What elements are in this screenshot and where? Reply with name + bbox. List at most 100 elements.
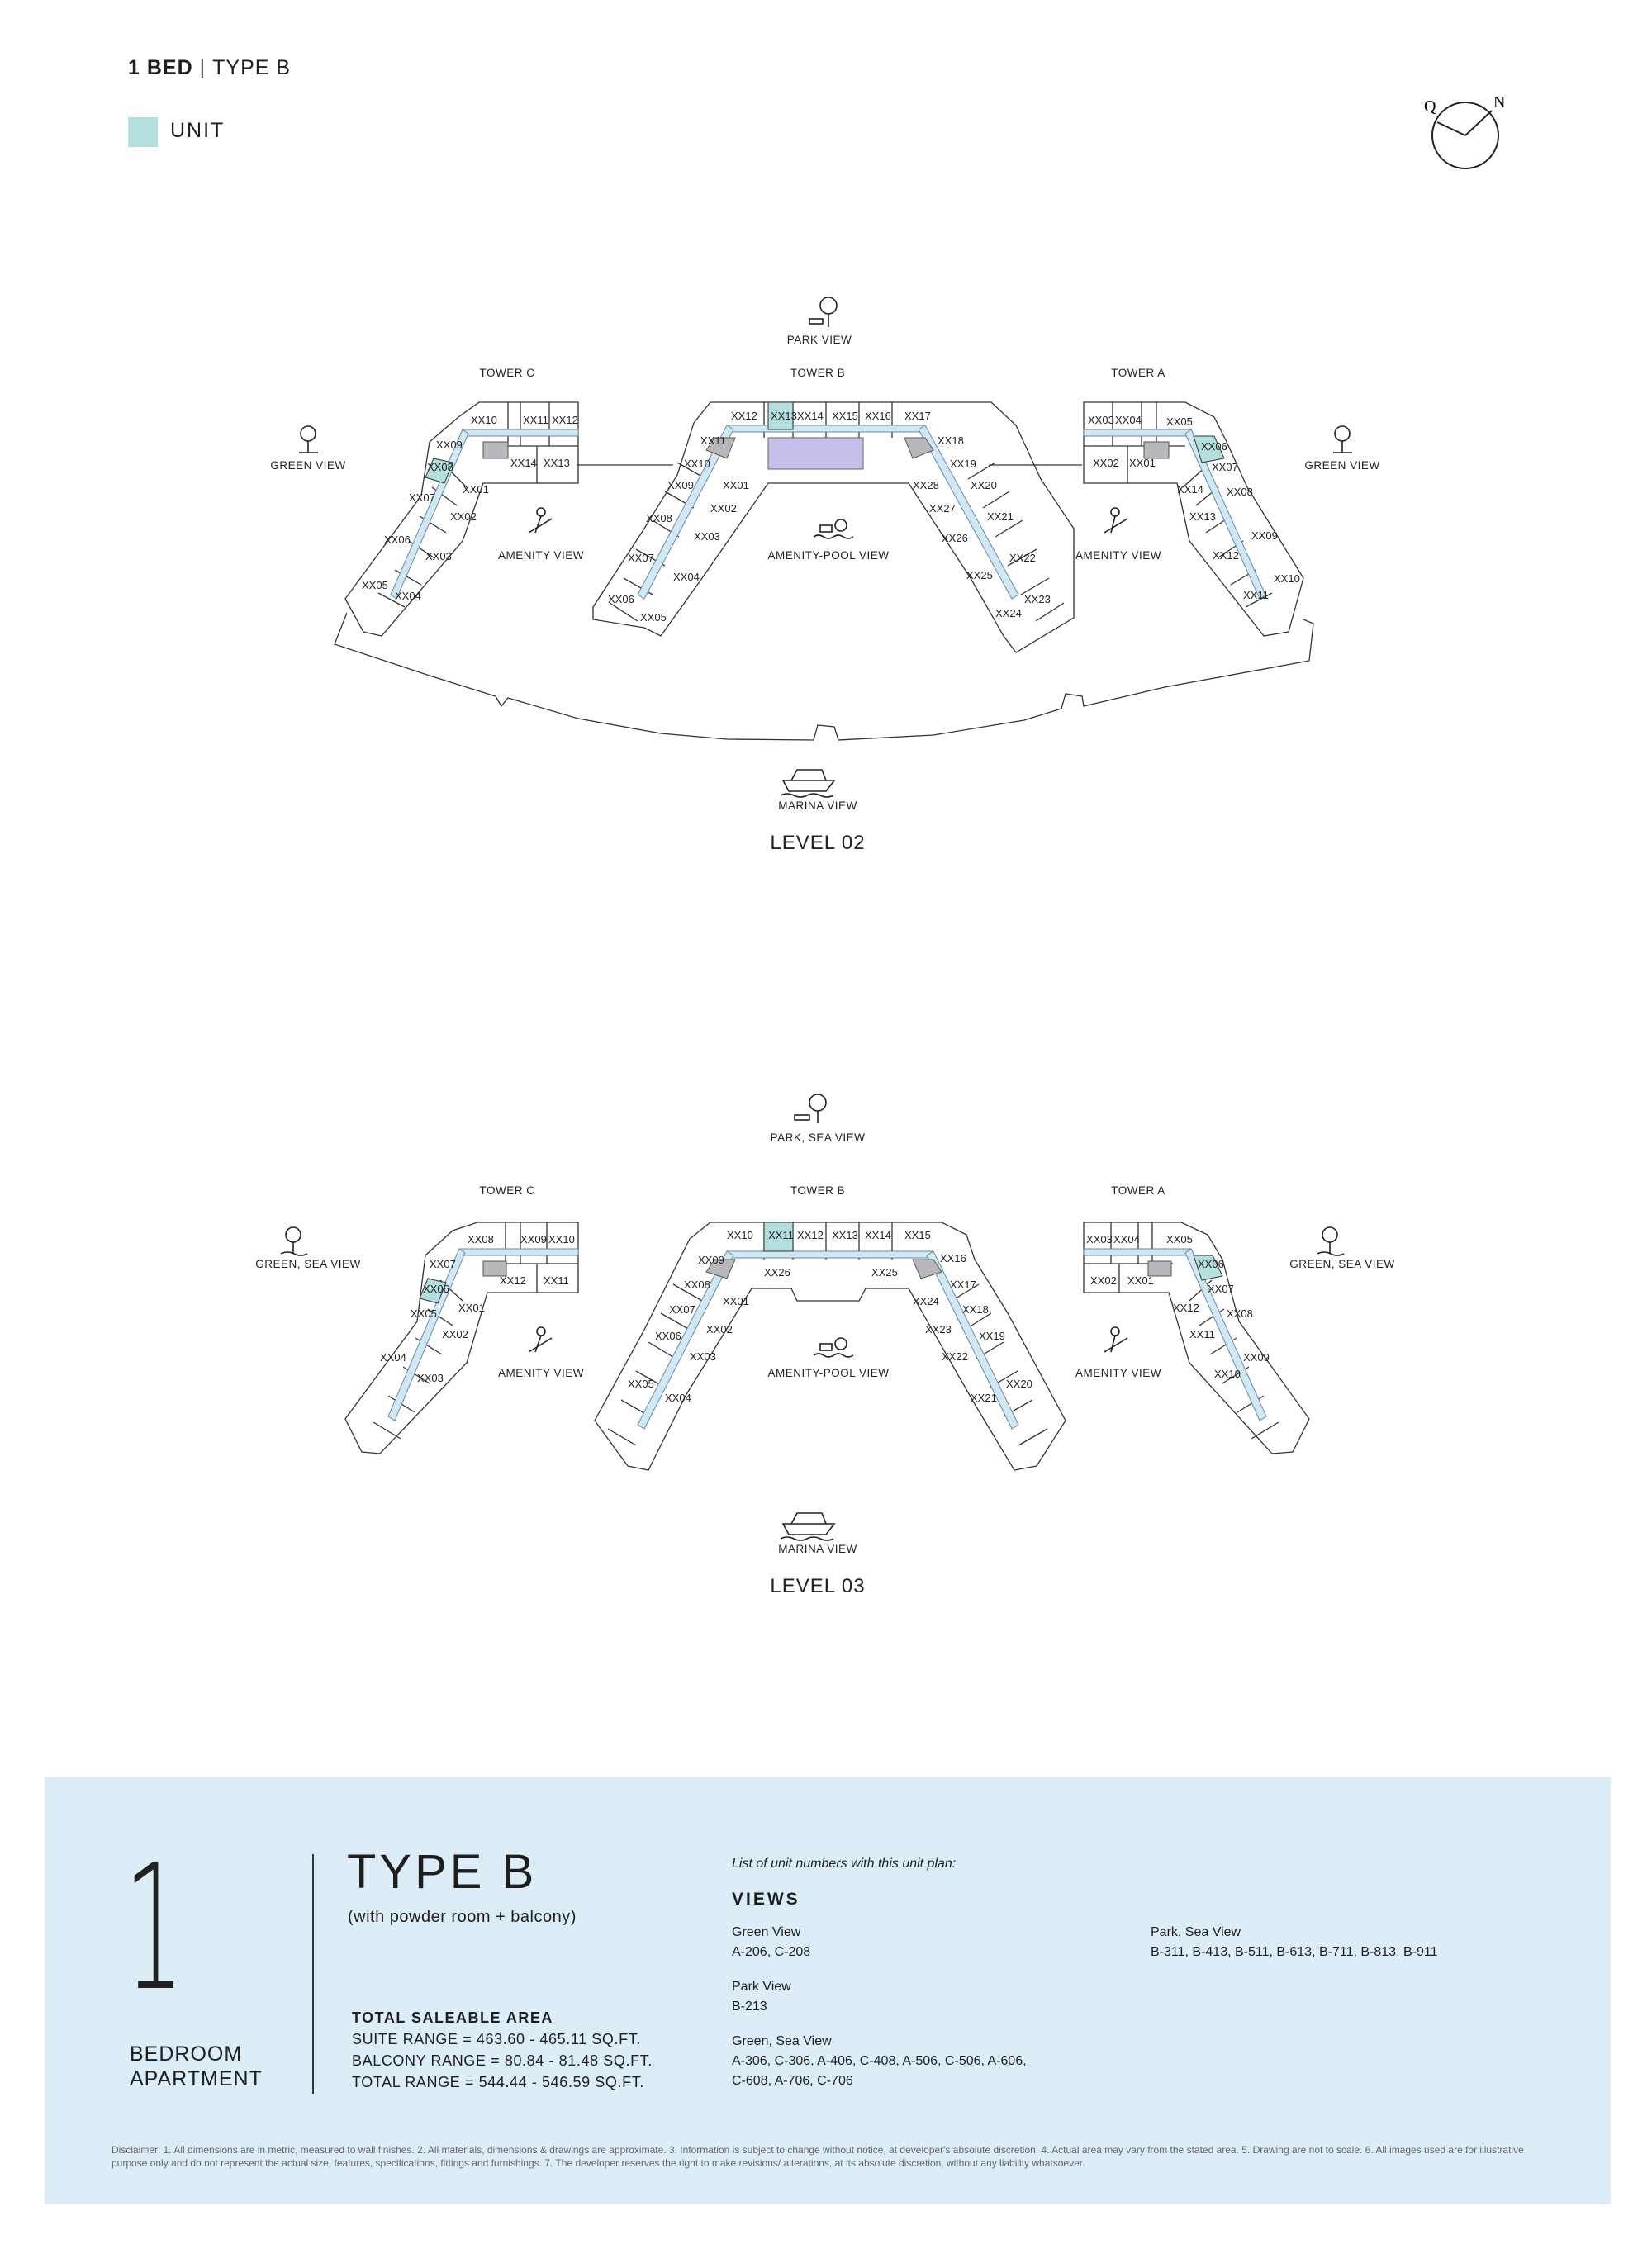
svg-text:XX23: XX23 — [925, 1323, 952, 1336]
svg-text:XX09: XX09 — [667, 479, 694, 491]
svg-text:XX06: XX06 — [1201, 440, 1227, 453]
svg-text:XX04: XX04 — [380, 1351, 406, 1364]
svg-text:XX25: XX25 — [871, 1266, 898, 1279]
level03-highlight-c06 — [419, 1278, 447, 1304]
svg-text:XX04: XX04 — [395, 590, 421, 602]
svg-text:XX10: XX10 — [1214, 1368, 1241, 1380]
page-header: 1 BED|TYPE B — [128, 56, 291, 80]
view-group-green: Green View A-206, C-208 — [732, 1923, 810, 1962]
svg-text:XX03: XX03 — [1086, 1233, 1113, 1245]
tree-icon — [280, 1226, 308, 1256]
svg-text:XX02: XX02 — [706, 1323, 733, 1336]
view-group-units: B-213 — [732, 2000, 767, 2014]
svg-text:XX01: XX01 — [723, 479, 749, 491]
level03-tower-c-unit-labels: XX08 XX09 XX10 XX07 XX12 XX11 XX06 XX05 … — [380, 1233, 575, 1384]
svg-text:XX11: XX11 — [523, 414, 548, 426]
legend-label: UNIT — [170, 119, 225, 142]
level02-tower-c-label: TOWER C — [480, 367, 535, 379]
svg-text:XX02: XX02 — [442, 1328, 468, 1340]
view-group-name: Green, Sea View — [732, 2034, 832, 2048]
level03-highlight-a06 — [1193, 1255, 1223, 1281]
svg-text:XX10: XX10 — [727, 1229, 753, 1241]
svg-text:XX13: XX13 — [1189, 510, 1216, 523]
playground-icon — [528, 507, 553, 534]
bedroom-count-number: 1 — [124, 1827, 185, 2029]
level03-park-sea-view: PARK, SEA VIEW — [771, 1132, 866, 1144]
level03-tower-b-unit-labels: XX10 XX11 XX12 XX13 XX14 XX15 XX09 XX26 … — [628, 1229, 1032, 1404]
svg-text:XX27: XX27 — [929, 502, 956, 515]
views-heading: VIEWS — [732, 1890, 800, 1909]
svg-text:XX12: XX12 — [731, 410, 757, 422]
svg-text:XX08: XX08 — [646, 512, 672, 524]
svg-text:XX07: XX07 — [409, 491, 435, 504]
svg-text:XX06: XX06 — [423, 1283, 449, 1295]
svg-text:XX11: XX11 — [768, 1229, 794, 1241]
svg-text:XX12: XX12 — [500, 1274, 526, 1287]
suite-range: SUITE RANGE = 463.60 - 465.11 SQ.FT. — [352, 2031, 641, 2047]
svg-text:XX06: XX06 — [608, 593, 634, 605]
header-separator: | — [199, 56, 206, 79]
level02-tower-a-unit-labels: XX03 XX04 XX05 XX06 XX02 XX01 XX07 XX14 … — [1088, 414, 1300, 601]
svg-text:XX07: XX07 — [628, 552, 654, 564]
level02-green-view-right: GREEN VIEW — [1304, 459, 1379, 472]
svg-text:XX01: XX01 — [1129, 457, 1156, 469]
view-group-units: C-608, A-706, C-706 — [732, 2074, 853, 2088]
svg-text:XX14: XX14 — [865, 1229, 891, 1241]
svg-text:XX11: XX11 — [544, 1274, 569, 1287]
level03-pool-view: AMENITY-POOL VIEW — [767, 1367, 889, 1379]
svg-text:XX19: XX19 — [950, 458, 976, 470]
level02-tower-c-unit-labels: XX10 XX11 XX12 XX14 XX13 XX09 XX08 XX01 … — [362, 414, 578, 602]
playground-icon — [528, 1326, 553, 1353]
level03-title: LEVEL 03 — [770, 1575, 865, 1597]
level03-tower-a-unit-labels: XX03 XX04 XX05 XX06 XX02 XX01 XX07 XX12 … — [1086, 1233, 1270, 1380]
pool-icon — [813, 519, 854, 539]
svg-text:XX07: XX07 — [1208, 1283, 1234, 1295]
svg-text:XX13: XX13 — [544, 457, 570, 469]
level02-tower-a-label: TOWER A — [1111, 367, 1165, 379]
disclaimer: Disclaimer: 1. All dimensions are in met… — [112, 2144, 1524, 2169]
svg-text:XX08: XX08 — [427, 461, 453, 473]
svg-text:XX20: XX20 — [1006, 1378, 1032, 1390]
pool-icon — [813, 1337, 854, 1358]
bed-count: 1 BED — [128, 56, 193, 79]
svg-text:XX01: XX01 — [463, 483, 489, 496]
saleable-area: TOTAL SALEABLE AREA SUITE RANGE = 463.60… — [352, 2007, 653, 2093]
tree-icon — [794, 1094, 827, 1123]
svg-text:XX02: XX02 — [1093, 457, 1119, 469]
svg-text:XX02: XX02 — [1090, 1274, 1117, 1287]
bedroom-label-line2: APARTMENT — [130, 2067, 263, 2090]
level03-amenity-view-right: AMENITY VIEW — [1075, 1367, 1161, 1379]
playground-icon — [1104, 507, 1128, 534]
svg-text:XX26: XX26 — [764, 1266, 790, 1279]
svg-text:XX07: XX07 — [430, 1258, 456, 1270]
svg-text:XX03: XX03 — [425, 550, 452, 562]
svg-text:XX24: XX24 — [995, 607, 1022, 619]
svg-text:XX02: XX02 — [710, 502, 737, 515]
svg-text:XX10: XX10 — [548, 1233, 575, 1245]
svg-text:XX18: XX18 — [962, 1303, 989, 1316]
svg-text:XX24: XX24 — [913, 1295, 939, 1307]
level03-amenity-view-left: AMENITY VIEW — [498, 1367, 584, 1379]
level02-tower-b-label: TOWER B — [790, 367, 845, 379]
svg-text:XX04: XX04 — [665, 1392, 691, 1404]
svg-text:XX08: XX08 — [684, 1279, 710, 1291]
level03-tower-c-label: TOWER C — [480, 1184, 535, 1197]
tree-icon — [1317, 1226, 1345, 1256]
compass-q: Q — [1424, 97, 1436, 116]
level02-highlight-a06 — [1193, 435, 1225, 463]
svg-text:XX15: XX15 — [832, 410, 858, 422]
svg-text:XX18: XX18 — [938, 434, 964, 447]
svg-text:XX12: XX12 — [1173, 1302, 1199, 1314]
unit-list-heading: List of unit numbers with this unit plan… — [732, 1857, 957, 1871]
level03-tower-b-label: TOWER B — [790, 1184, 845, 1197]
svg-text:XX14: XX14 — [1177, 483, 1203, 496]
svg-text:XX21: XX21 — [987, 510, 1014, 523]
level03-green-sea-view-right: GREEN, SEA VIEW — [1289, 1258, 1395, 1270]
svg-text:XX04: XX04 — [673, 571, 700, 583]
svg-text:XX04: XX04 — [1115, 414, 1142, 426]
svg-text:XX16: XX16 — [940, 1252, 966, 1264]
svg-text:XX10: XX10 — [684, 458, 710, 470]
svg-text:XX03: XX03 — [1088, 414, 1114, 426]
level02-highlight-b13 — [767, 401, 794, 430]
svg-text:XX09: XX09 — [520, 1233, 547, 1245]
